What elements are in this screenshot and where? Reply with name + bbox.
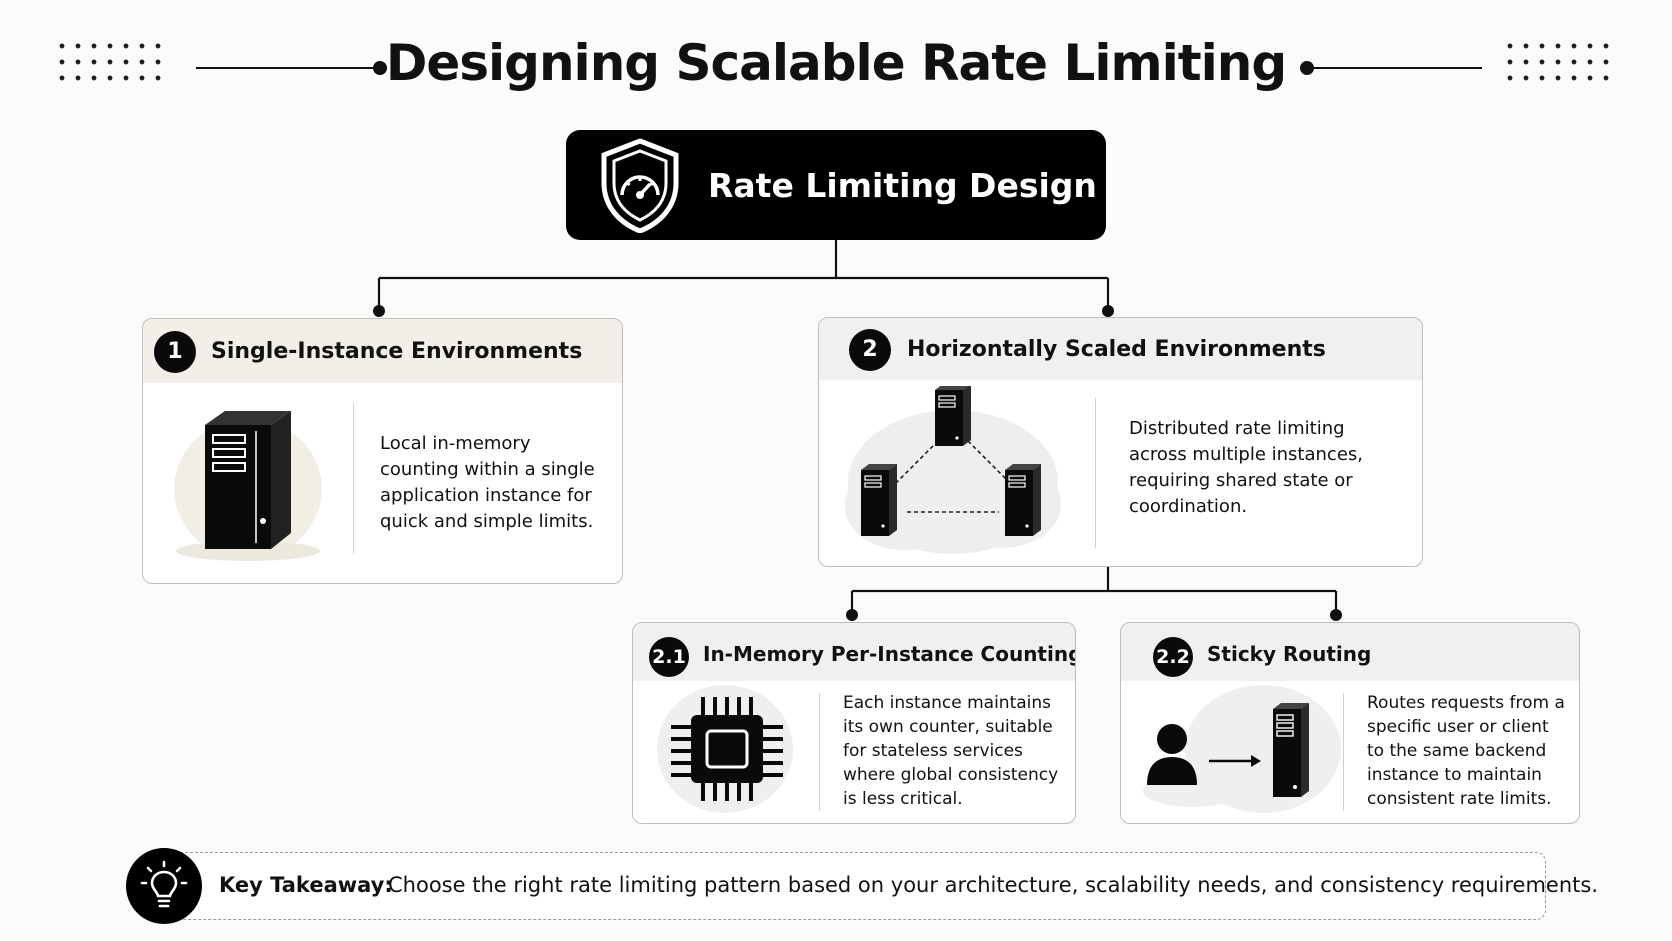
card-horizontally-scaled: 2 Horizontally Scaled Environments xyxy=(818,317,1423,567)
card-sticky-routing: 2.2 Sticky Routing Routes requests from … xyxy=(1120,622,1580,824)
title-rule-left-dot xyxy=(373,61,387,75)
card-description: Distributed rate limiting across multipl… xyxy=(1129,418,1363,517)
decorative-dots-right xyxy=(1502,38,1614,86)
lightbulb-badge xyxy=(126,848,202,924)
cpu-chip-icon xyxy=(657,685,793,813)
card-header xyxy=(819,318,1422,380)
user-to-server-icon xyxy=(1143,685,1341,813)
lightbulb-icon xyxy=(140,860,188,908)
card-title: Sticky Routing xyxy=(1207,642,1372,666)
card-in-memory-counting: 2.1 In-Memory Per-Instance Counting Each… xyxy=(632,622,1076,824)
step-badge: 1 xyxy=(154,331,196,373)
key-takeaway-box: Key Takeaway: Choose the right rate limi… xyxy=(170,852,1598,920)
step-badge: 2.1 xyxy=(649,637,689,677)
step-badge: 2 xyxy=(849,329,891,371)
card-description: Each instance maintains its own counter,… xyxy=(843,693,1059,809)
server-tower-icon xyxy=(174,411,322,561)
key-takeaway-text: Choose the right rate limiting pattern b… xyxy=(388,873,1598,897)
card-divider xyxy=(1343,693,1344,811)
decorative-dots-left xyxy=(54,38,166,86)
card-header xyxy=(1121,623,1579,681)
card-title: Horizontally Scaled Environments xyxy=(907,337,1326,362)
card-header xyxy=(633,623,1075,681)
root-node: Rate Limiting Design xyxy=(566,130,1106,240)
shield-gauge-icon xyxy=(601,138,679,233)
card-description: Routes requests from a specific user or … xyxy=(1367,693,1565,809)
title-rule-left xyxy=(196,67,376,69)
title-rule-right xyxy=(1306,67,1482,69)
card-header xyxy=(143,319,622,383)
card-divider xyxy=(1095,398,1096,548)
card-title: In-Memory Per-Instance Counting xyxy=(703,642,1076,666)
card-title: Single-Instance Environments xyxy=(211,339,583,364)
root-label: Rate Limiting Design xyxy=(708,166,1097,205)
card-single-instance: 1 Single-Instance Environments Local in-… xyxy=(142,318,623,584)
server-cluster-icon xyxy=(845,386,1061,554)
page-title: Designing Scalable Rate Limiting xyxy=(385,34,1287,92)
key-takeaway-label: Key Takeaway: xyxy=(219,873,393,897)
card-divider xyxy=(819,693,820,811)
step-badge: 2.2 xyxy=(1153,637,1193,677)
card-divider xyxy=(353,403,354,553)
card-description: Local in-memory counting within a single… xyxy=(380,433,595,532)
